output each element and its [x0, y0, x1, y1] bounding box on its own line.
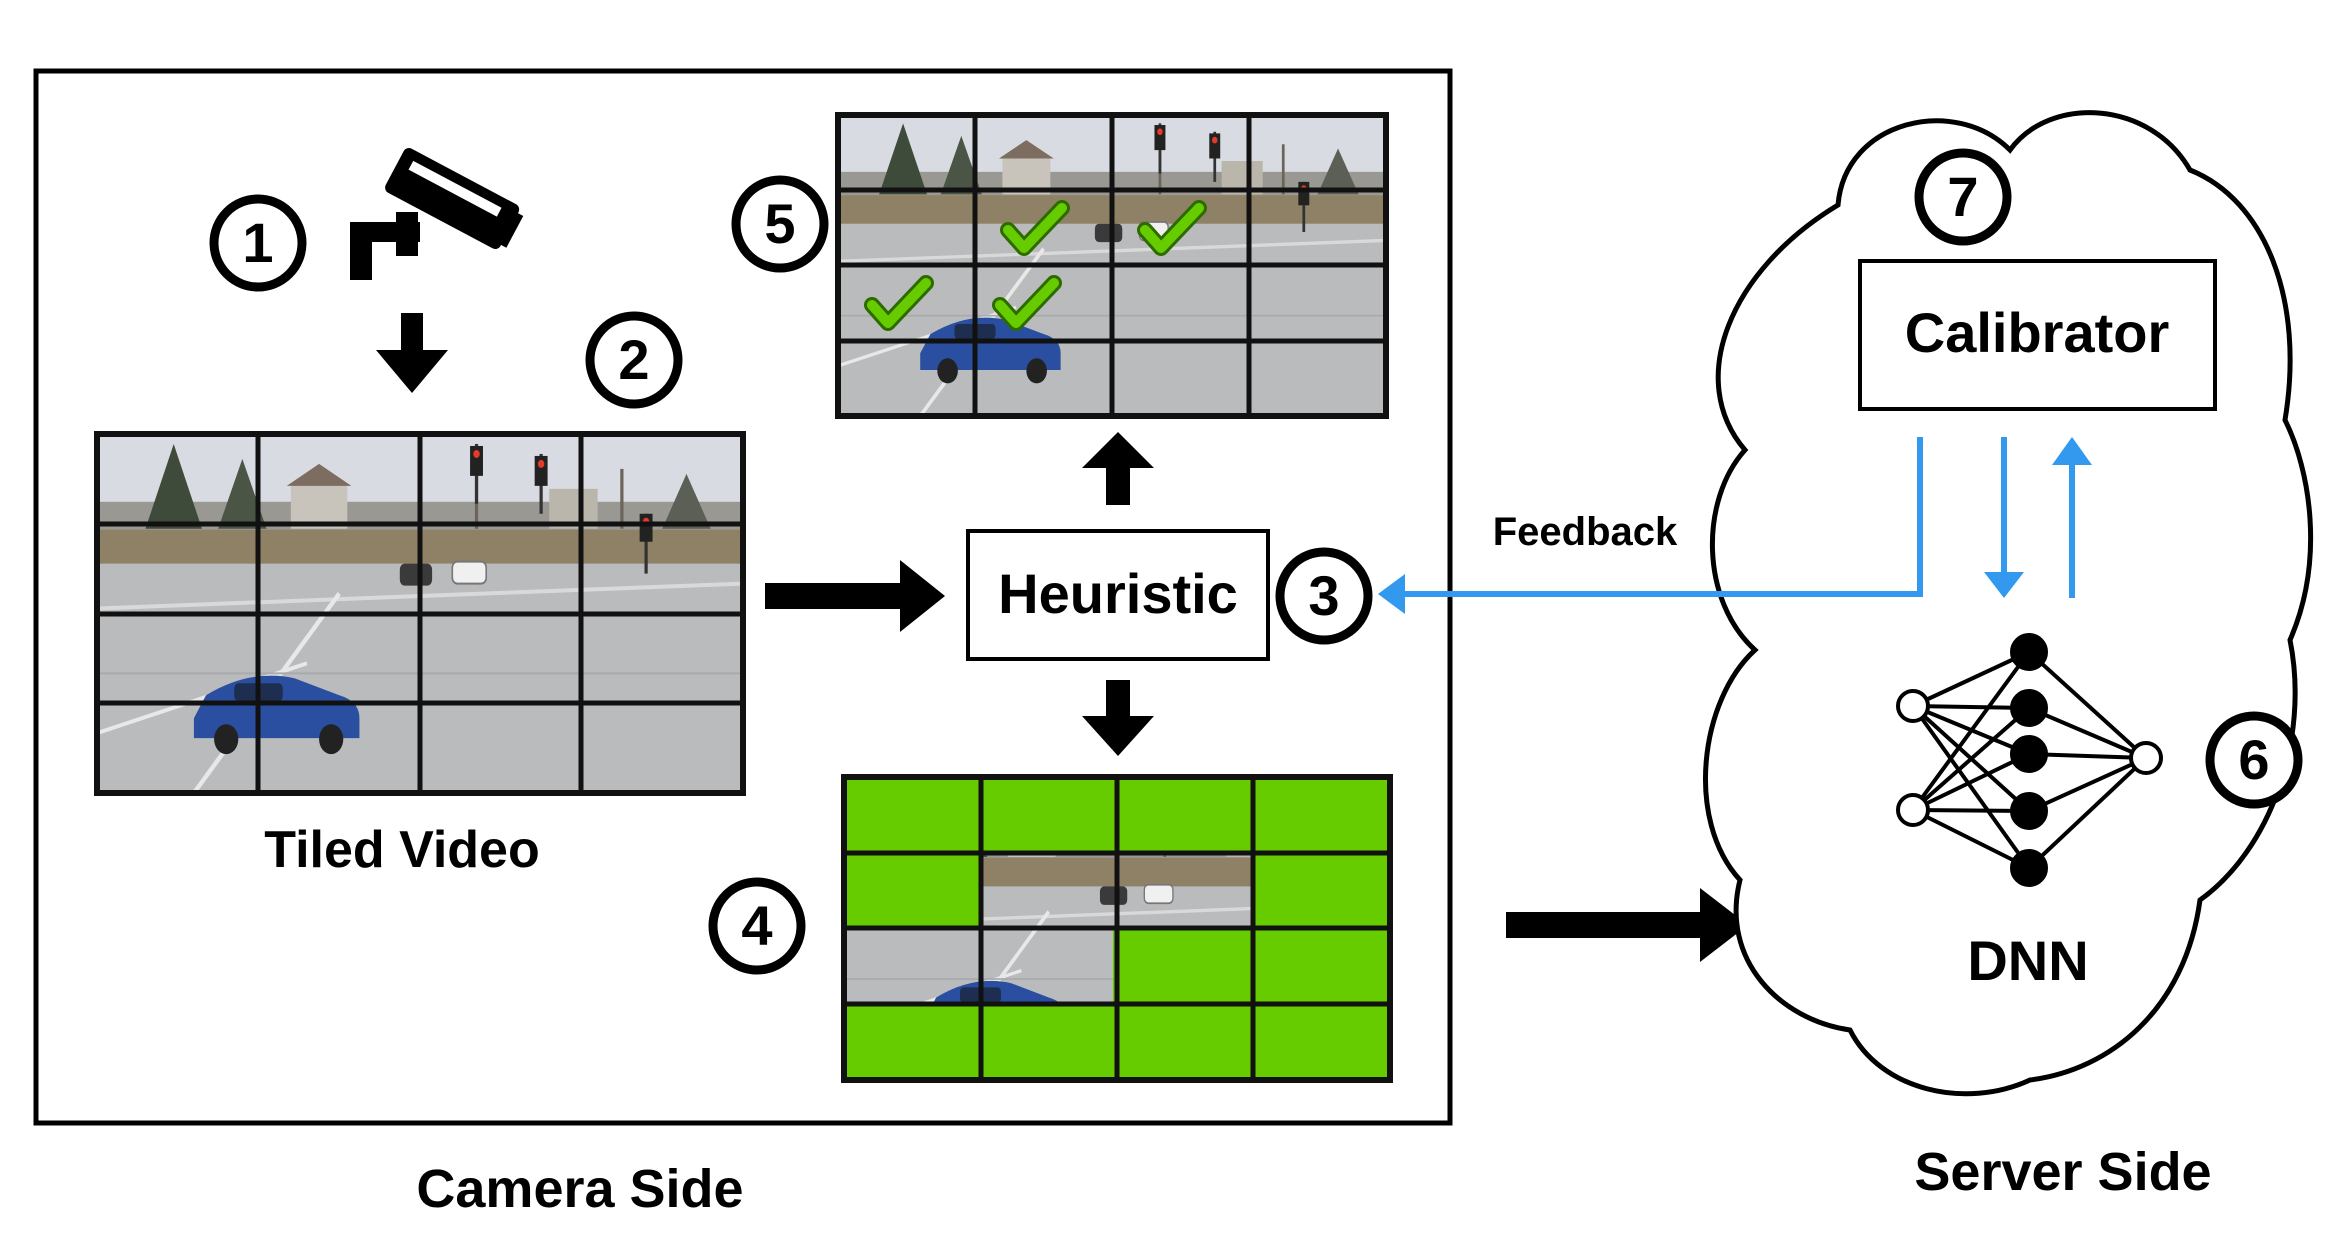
svg-text:3: 3 — [1308, 564, 1339, 627]
svg-text:Calibrator: Calibrator — [1905, 301, 2170, 364]
svg-text:7: 7 — [1947, 165, 1978, 228]
feedback-arrow — [1378, 437, 1923, 614]
feedback-label: Feedback — [1493, 510, 1678, 554]
arrow-masked-to-server — [1506, 888, 1748, 962]
arrow-heuristic-to-masked — [1082, 680, 1154, 756]
tiled-video-label: Tiled Video — [264, 821, 540, 879]
arrow-calibrator-to-dnn — [1984, 437, 2024, 598]
tiled-video-grid — [94, 431, 746, 796]
selected-tiles-grid — [835, 112, 1389, 419]
calibrator-box: Calibrator — [1858, 259, 2217, 411]
neural-network-icon — [1896, 633, 2163, 887]
step-6-badge: 6 — [2205, 711, 2303, 809]
arrow-dnn-to-calibrator — [2052, 437, 2092, 598]
step-4-badge: 4 — [708, 877, 806, 975]
svg-text:4: 4 — [741, 894, 772, 957]
step-7-badge: 7 — [1914, 148, 2012, 246]
arrow-camera-to-tiles — [376, 313, 448, 393]
security-camera-icon — [350, 148, 524, 280]
heuristic-box: Heuristic — [966, 529, 1270, 661]
masked-tiles-grid — [841, 774, 1393, 1083]
step-5-badge: 5 — [731, 175, 829, 273]
svg-text:Heuristic: Heuristic — [998, 562, 1238, 625]
arrow-tiles-to-heuristic — [765, 560, 945, 632]
step-2-badge: 2 — [585, 311, 683, 409]
step-1-badge: 1 — [209, 194, 307, 292]
svg-text:5: 5 — [764, 192, 795, 255]
arrow-heuristic-to-selected — [1082, 432, 1154, 505]
dnn-label: DNN — [1967, 929, 2088, 992]
svg-text:2: 2 — [618, 328, 649, 391]
svg-text:6: 6 — [2238, 728, 2269, 791]
svg-text:1: 1 — [242, 211, 273, 274]
step-3-badge: 3 — [1275, 547, 1373, 645]
camera-side-label: Camera Side — [416, 1159, 743, 1219]
server-side-label: Server Side — [1914, 1142, 2211, 1202]
